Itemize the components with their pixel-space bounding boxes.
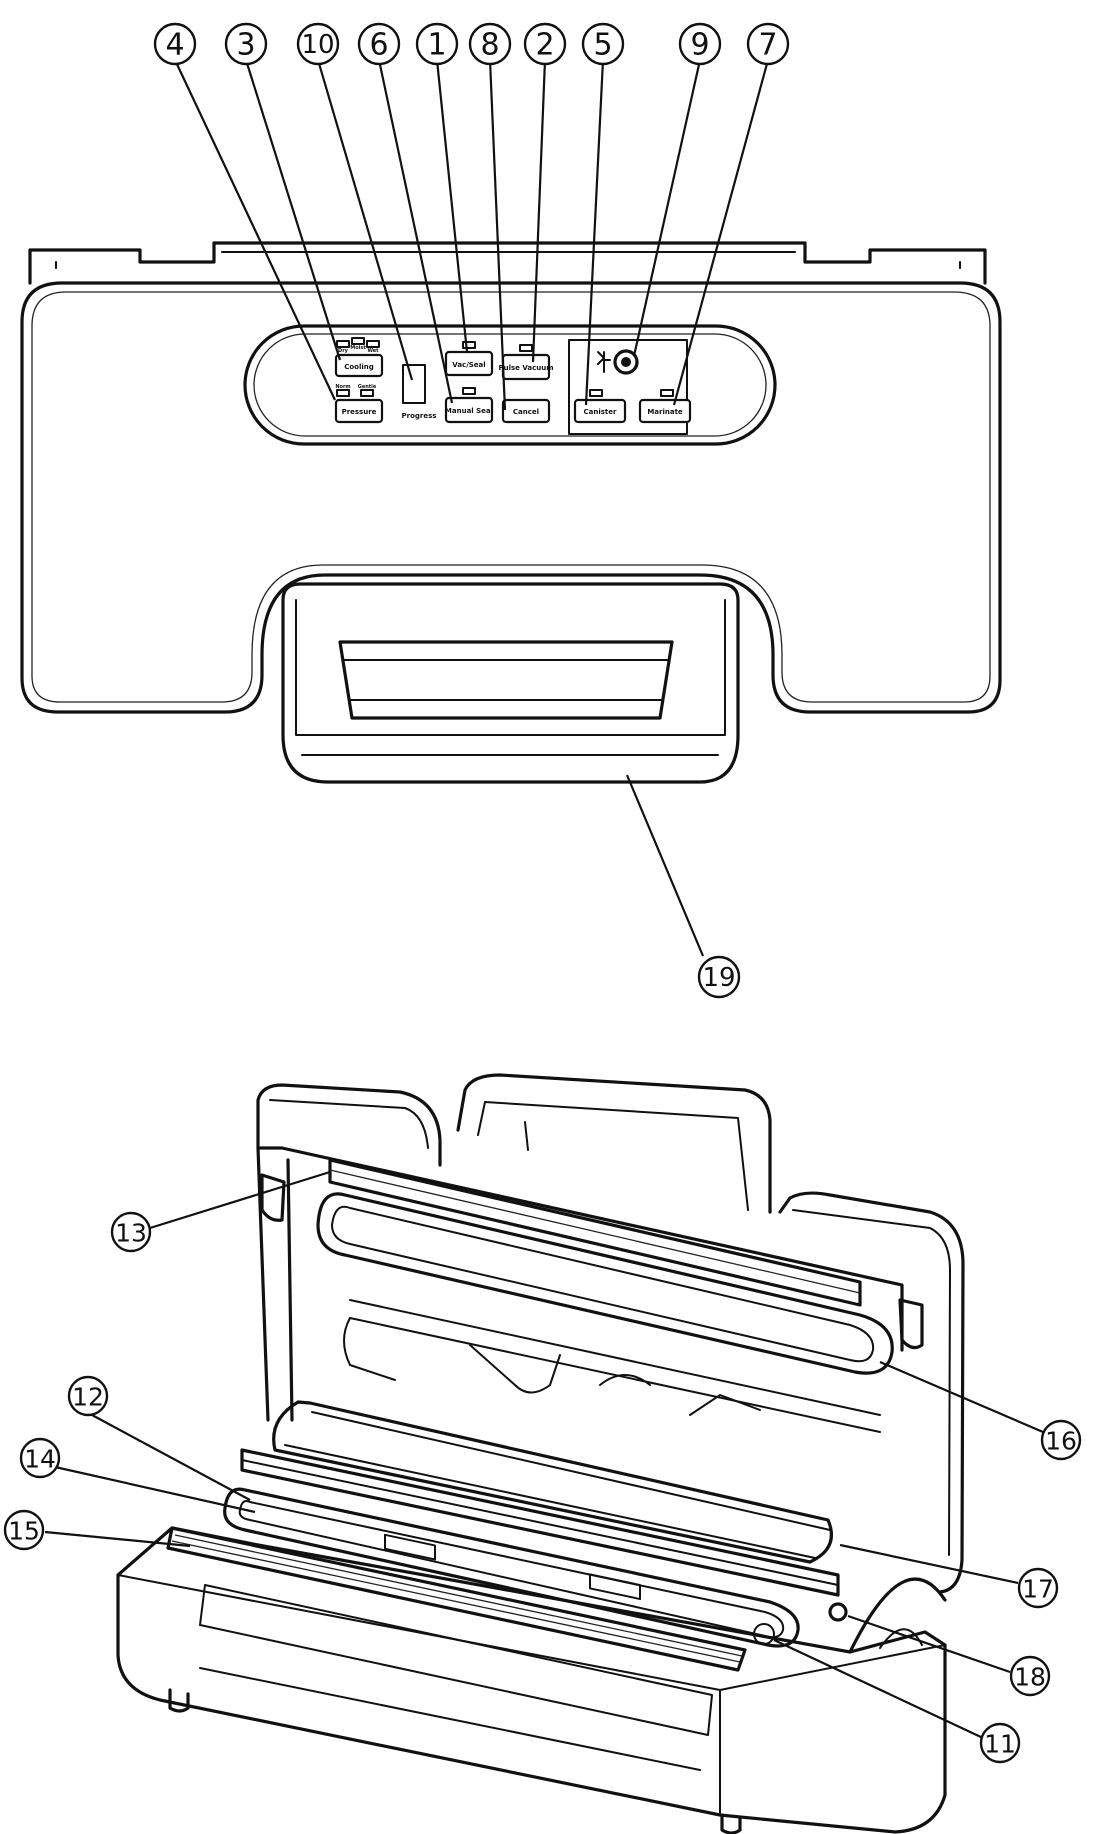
accessory-hose-port[interactable]: [613, 349, 639, 375]
lid-hook-right: [898, 1298, 924, 1350]
callout-12: 12: [67, 1375, 109, 1417]
callout-14: 14: [19, 1437, 61, 1479]
callout-4: 4: [153, 22, 197, 66]
drip-tray: [199, 1584, 713, 1736]
callout-13: 13: [110, 1211, 152, 1253]
top-view-device: Dry Moist Wet Cooling Norm Gentle Pressu…: [20, 241, 1002, 784]
svg-text:15: 15: [8, 1517, 40, 1546]
lid-hook-left: [260, 1173, 286, 1222]
cutter-rail: [240, 1448, 840, 1597]
tag-norm: Norm: [335, 384, 350, 390]
cooling-button-label: Cooling: [344, 363, 374, 371]
cancel-button-label: Cancel: [513, 408, 539, 416]
bag-roll: [272, 1400, 833, 1564]
lid-handle-19: [281, 582, 740, 784]
canister-button[interactable]: [573, 398, 627, 424]
callout-3: 3: [224, 22, 268, 66]
svg-text:12: 12: [72, 1383, 104, 1412]
svg-text:2: 2: [535, 28, 554, 63]
cancel-button[interactable]: [501, 398, 551, 424]
callout-10: 10: [296, 22, 340, 66]
callout-7: 7: [746, 22, 790, 66]
svg-text:10: 10: [301, 30, 334, 60]
marinate-button-label: Marinate: [647, 408, 683, 416]
canister-button-label: Canister: [584, 408, 618, 416]
progress-label: Progress: [402, 412, 437, 420]
svg-text:19: 19: [702, 963, 735, 993]
base-body: [116, 1526, 947, 1834]
callout-18: 18: [1009, 1655, 1051, 1697]
base-screw: [828, 1602, 848, 1622]
callout-11: 11: [979, 1722, 1021, 1764]
callout-5: 5: [581, 22, 625, 66]
lid-left-wing: [256, 1083, 442, 1167]
callout-19: 19: [697, 955, 741, 999]
svg-text:6: 6: [369, 28, 388, 63]
handle-grip-recess: [338, 640, 674, 720]
top-body-outline: [20, 281, 1002, 714]
svg-text:7: 7: [758, 28, 777, 63]
callout-9: 9: [678, 22, 722, 66]
pressure-button-label: Pressure: [342, 408, 377, 416]
upper-heating-strip: [328, 1158, 862, 1307]
callout-2: 2: [523, 22, 567, 66]
tag-gentle: Gentle: [358, 384, 377, 390]
vacuseal-button[interactable]: [444, 350, 494, 377]
svg-text:17: 17: [1022, 1575, 1054, 1604]
svg-text:16: 16: [1045, 1427, 1077, 1456]
lid-handle-back: [456, 1073, 772, 1214]
callout-17: 17: [1017, 1567, 1059, 1609]
pressure-button[interactable]: [334, 398, 384, 424]
tag-wet: Wet: [367, 348, 379, 354]
control-panel: [243, 324, 777, 446]
open-lid-device: [116, 1073, 965, 1834]
svg-text:3: 3: [236, 28, 255, 63]
svg-text:11: 11: [984, 1730, 1016, 1759]
svg-text:5: 5: [593, 28, 612, 63]
svg-text:14: 14: [24, 1445, 56, 1474]
foot-right: [720, 1813, 742, 1834]
cooling-button[interactable]: [334, 353, 384, 378]
callout-15: 15: [3, 1509, 45, 1551]
cutter-slider-right[interactable]: [589, 1573, 641, 1601]
svg-text:13: 13: [115, 1219, 147, 1248]
lower-sealing-strip: [166, 1526, 747, 1672]
pulse-vacuum-button-label: Pulse Vacuum: [498, 364, 553, 372]
cutter-slider-left[interactable]: [384, 1533, 436, 1561]
lower-gasket: [223, 1487, 800, 1648]
tag-moist: Moist: [350, 345, 366, 351]
callout-8: 8: [468, 22, 512, 66]
manual-seal-button-label: Manual Seal: [445, 407, 493, 415]
callout-16: 16: [1040, 1419, 1082, 1461]
callout-6: 6: [357, 22, 401, 66]
callout-1: 1: [415, 22, 459, 66]
svg-text:18: 18: [1014, 1663, 1046, 1692]
progress-display: [402, 364, 426, 404]
svg-text:8: 8: [480, 28, 499, 63]
callout-leaders: [44, 59, 1044, 1739]
tag-dry: Dry: [338, 348, 349, 354]
canister-subpanel: [568, 339, 688, 435]
vacuum-nozzle: [753, 1623, 775, 1645]
svg-text:1: 1: [427, 28, 446, 63]
svg-text:9: 9: [690, 28, 709, 63]
upper-gasket: [316, 1192, 894, 1375]
manual-seal-button[interactable]: [444, 396, 494, 424]
vacuseal-button-label: Vac/Seal: [452, 361, 485, 369]
svg-text:4: 4: [165, 28, 184, 63]
rear-hinge-strip: [28, 241, 987, 285]
lid-right-wing: [778, 1191, 965, 1594]
marinate-button[interactable]: [638, 398, 692, 424]
foot-left: [168, 1688, 190, 1713]
hose-icon: [597, 351, 611, 373]
